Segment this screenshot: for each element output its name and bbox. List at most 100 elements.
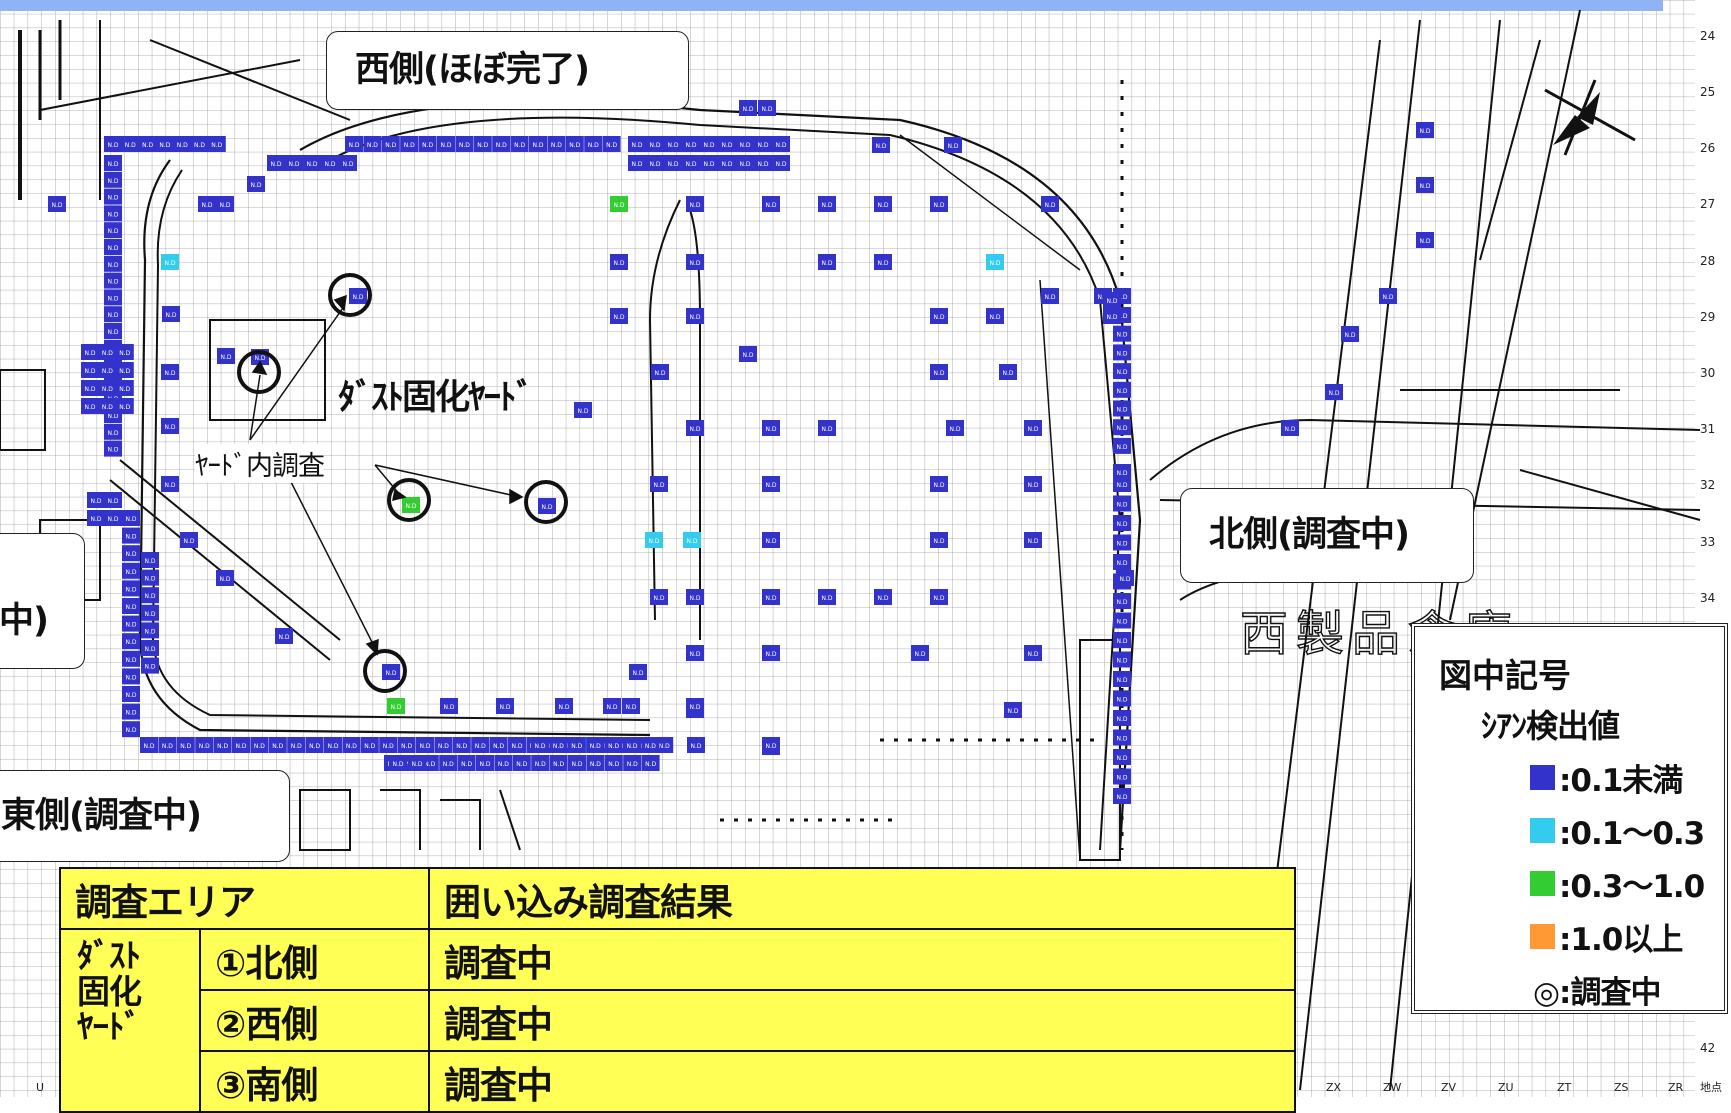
sample-cell (360, 737, 379, 753)
sample-cell-label: N.D (84, 404, 95, 411)
sample-cell-label: N.D (933, 202, 944, 209)
sample-cell (604, 737, 623, 753)
sample-cell-label: N.D (364, 743, 375, 750)
sample-cell (549, 737, 568, 753)
sample-cell-label: N.D (306, 161, 317, 168)
sample-cell (772, 155, 790, 171)
sample-cell (818, 589, 836, 605)
table-group-label-line: 固化 (77, 971, 142, 1011)
sample-cell-label: N.D (419, 743, 430, 750)
sample-cell (872, 137, 890, 153)
sample-cell (645, 532, 663, 548)
sample-cell-label: N.D (254, 355, 265, 362)
sample-cell-label: N.D (107, 312, 118, 319)
sample-cell-label: N.D (1116, 294, 1127, 301)
sample-cell-label: N.D (685, 161, 696, 168)
sample-cell-label: N.D (385, 670, 396, 677)
sample-cell-label: N.D (627, 761, 638, 768)
sample-cell-label: N.D (558, 704, 569, 711)
sample-cell-label: N.D (107, 430, 118, 437)
sample-cell-label: N.D (102, 350, 113, 357)
sample-cell (1041, 288, 1059, 304)
sample-cell (342, 737, 361, 753)
sample-cell-label: N.D (765, 202, 776, 209)
sample-cell-label: N.D (541, 504, 552, 511)
sample-cell-label: N.D (765, 651, 776, 658)
sample-cell-label: N.D (590, 761, 601, 768)
sample-cell (122, 562, 140, 579)
sample-cell-label: N.D (1284, 426, 1295, 433)
sample-cell-label: N.D (625, 704, 636, 711)
sample-cell-label: N.D (1027, 538, 1038, 545)
sample-cell-label: N.D (685, 142, 696, 149)
table-header-row: 調査エリア 囲い込み調査結果 (59, 867, 1296, 930)
sample-cell (104, 289, 122, 306)
sample-cell (155, 136, 174, 152)
sample-cell-label: N.D (144, 558, 155, 565)
sample-cell-label: N.D (164, 424, 175, 431)
sample-cell-label: N.D (159, 142, 170, 149)
sample-cell-label: N.D (144, 593, 155, 600)
sample-cell (930, 589, 948, 605)
legend-swatch (1530, 924, 1555, 949)
sample-cell (115, 362, 134, 378)
sample-cell (349, 288, 367, 304)
sample-cell-label: N.D (1116, 470, 1127, 477)
grid-column-label: ZX (1326, 1081, 1342, 1094)
sample-cell-label: N.D (631, 142, 642, 149)
sample-cell (324, 737, 342, 753)
sample-cell-label: N.D (877, 595, 888, 602)
legend-item-circle: ◎:調査中 (1533, 975, 1661, 1011)
sample-cell (762, 476, 780, 492)
sample-cell-label: N.D (102, 386, 113, 393)
sample-cell-label: N.D (1328, 390, 1339, 397)
sample-cell (141, 657, 159, 674)
sample-cell (104, 188, 122, 205)
sample-cell (473, 136, 492, 152)
sample-cell (687, 737, 705, 753)
sample-cell-label: N.D (933, 314, 944, 321)
sample-cell-label: N.D (933, 370, 944, 377)
sample-cell-label: N.D (278, 634, 289, 641)
sample-cell-label: N.D (404, 142, 415, 149)
sample-cell-label: N.D (721, 142, 732, 149)
sample-cell-label: N.D (631, 161, 642, 168)
sample-cell-label: N.D (1116, 407, 1127, 414)
sample-cell (1116, 570, 1134, 586)
sample-cell (739, 346, 757, 362)
sample-cell-label: N.D (125, 657, 136, 664)
sample-cell (650, 476, 668, 492)
sample-cell-label: N.D (272, 743, 283, 750)
sample-cell (818, 420, 836, 436)
sample-cell (686, 196, 704, 212)
sample-cell-label: N.D (877, 260, 888, 267)
sample-cell (610, 308, 628, 324)
sample-cell (610, 196, 628, 212)
sample-cell-label: N.D (949, 426, 960, 433)
sample-cell (104, 272, 122, 289)
sample-cell-label: N.D (689, 260, 700, 267)
sample-cell-label: N.D (496, 142, 507, 149)
sample-cell (762, 645, 780, 661)
sample-cell-label: N.D (107, 295, 118, 302)
sample-cell-label: N.D (1044, 202, 1055, 209)
sample-cell-label: N.D (107, 178, 118, 185)
sample-cell (510, 136, 529, 152)
table-row: ③南側 調査中 (60, 1050, 1296, 1113)
sample-cell (207, 136, 226, 152)
sample-cell (216, 196, 234, 212)
sample-cell-label: N.D (689, 595, 700, 602)
sample-cell (161, 364, 179, 380)
sample-cell (141, 552, 159, 568)
sample-cell (158, 737, 177, 753)
table-row: ﾀﾞｽﾄ固化ﾔｰﾄﾞ ①北側 調査中 (59, 928, 1296, 1113)
sample-cell-label: N.D (571, 743, 582, 750)
sample-cell-label: N.D (1116, 332, 1127, 339)
sample-cell-label: N.D (493, 743, 504, 750)
sample-cell (217, 348, 235, 364)
sample-cell (339, 155, 357, 171)
sample-cell-label: N.D (164, 482, 175, 489)
grid-column-label: ZU (1498, 1081, 1514, 1094)
sample-cell-label: N.D (107, 262, 118, 269)
sample-cell (434, 737, 453, 753)
